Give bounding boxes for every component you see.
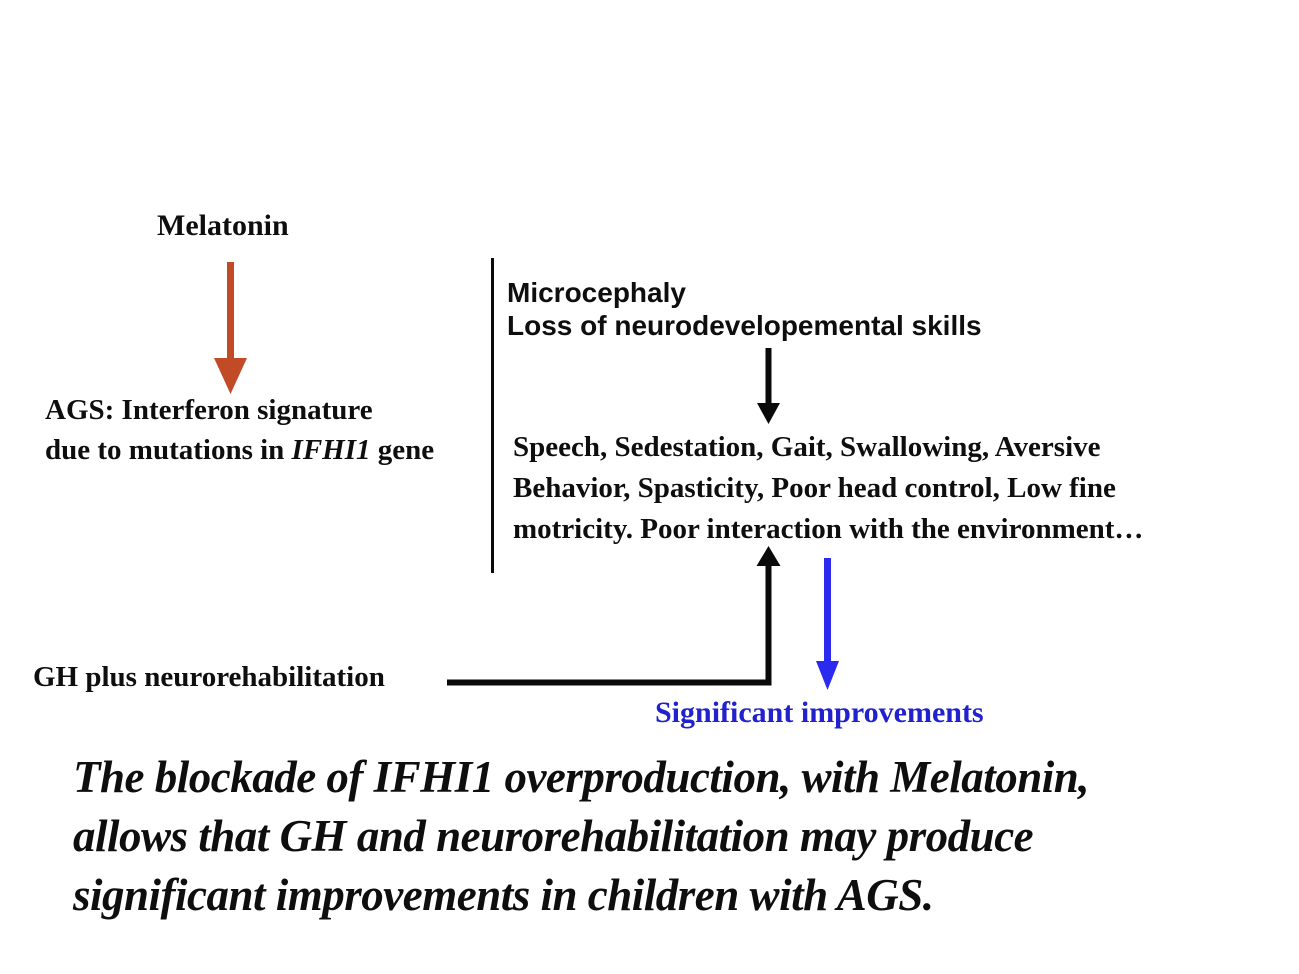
- symptoms-line1: Speech, Sedestation, Gait, Swallowing, A…: [513, 431, 1101, 463]
- significant-improvements-label: Significant improvements: [655, 696, 984, 729]
- symptoms-line3: motricity. Poor interaction with the env…: [513, 513, 1144, 545]
- gh-connector-path: [447, 562, 772, 686]
- skills-down-arrow: [757, 348, 780, 424]
- symptoms-line2: Behavior, Spasticity, Poor head control,…: [513, 472, 1116, 504]
- caption-line2: allows that GH and neurorehabilitation m…: [73, 811, 1034, 861]
- ags-line2-suffix: gene: [370, 434, 435, 466]
- gh-connector-up-arrow: [447, 546, 781, 686]
- ags-label-line1: AGS: Interferon signature: [45, 394, 373, 426]
- caption-line1: The blockade of IFHI1 overproduction, wi…: [73, 752, 1090, 802]
- caption: The blockade of IFHI1 overproduction, wi…: [73, 748, 1090, 925]
- melatonin-down-arrow-head: [214, 358, 247, 394]
- skills-down-arrow-head: [757, 403, 780, 424]
- gh-connector-arrow-head: [756, 546, 781, 566]
- melatonin-down-arrow: [214, 262, 247, 394]
- microcephaly-label-line1: Microcephaly: [507, 277, 686, 308]
- microcephaly-label-line2: Loss of neurodevelopemental skills: [507, 310, 982, 341]
- improvements-down-arrow-head: [816, 661, 839, 690]
- gene-name: IFHI1: [291, 434, 371, 466]
- ags-label: AGS: Interferon signature due to mutatio…: [45, 390, 434, 470]
- ags-label-line2: due to mutations in IFHI1 gene: [45, 430, 434, 470]
- improvements-down-arrow: [816, 558, 839, 690]
- caption-line3: significant improvements in children wit…: [73, 870, 934, 920]
- ags-line2-prefix: due to mutations in: [45, 434, 292, 466]
- gh-neurorehabilitation-label: GH plus neurorehabilitation: [33, 661, 385, 693]
- symptoms-label: Speech, Sedestation, Gait, Swallowing, A…: [513, 427, 1143, 550]
- melatonin-label: Melatonin: [157, 209, 289, 242]
- microcephaly-label: Microcephaly Loss of neurodevelopemental…: [507, 276, 982, 342]
